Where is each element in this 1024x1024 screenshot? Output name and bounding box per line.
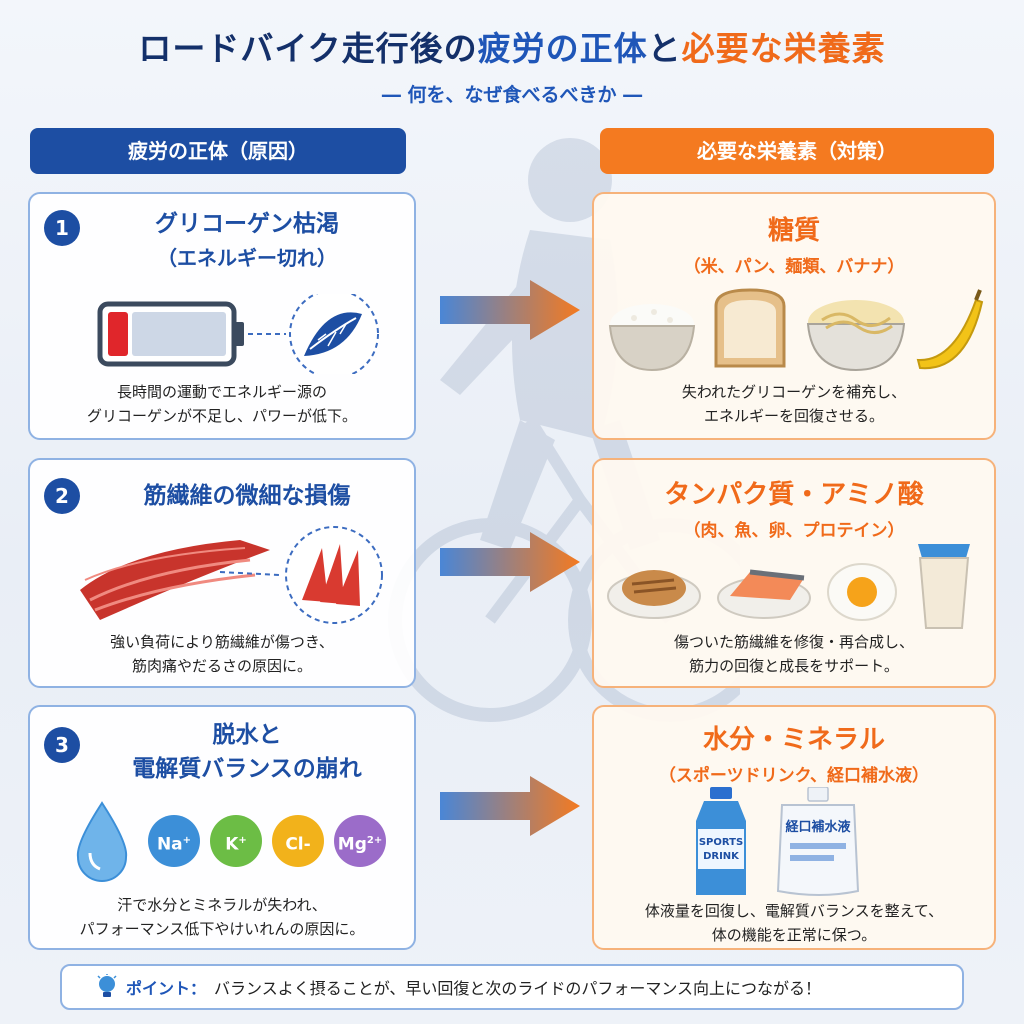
point-text: バランスよく摂ることが、早い回復と次のライドのパフォーマンス向上につながる！	[214, 979, 822, 998]
remedy-subtitle: （米、パン、麺類、バナナ）	[683, 257, 905, 277]
egg-icon	[827, 563, 897, 621]
cause-desc: グリコーゲンが不足し、パワーが低下。	[86, 407, 357, 425]
arrow-right-icon	[440, 532, 580, 592]
water-drop-icon	[76, 801, 128, 882]
arrow-right-icon	[440, 776, 580, 836]
remedy-desc: 筋力の回復と成長をサポート。	[689, 657, 899, 675]
remedy-desc: 傷ついた筋繊維を修復・再合成し、	[673, 633, 914, 651]
svg-text:経口補水液: 経口補水液	[785, 819, 850, 835]
page-subtitle: ― 何を、なぜ食べるべきか ―	[381, 84, 643, 106]
cause-title-sub: （エネルギー切れ）	[157, 246, 337, 270]
ion-sodium: Na+	[148, 815, 200, 867]
page-title: ロードバイク走行後の疲労の正体と必要な栄養素	[138, 29, 886, 68]
sports-drink-bottle-icon: SPORTS DRINK 経口補水液	[696, 787, 860, 896]
rice-bowl-icon	[608, 304, 696, 372]
cause-desc: 長時間の運動でエネルギー源の	[116, 383, 327, 401]
remedy-desc: 失われたグリコーゲンを補充し、	[681, 383, 907, 401]
salmon-plate-icon	[717, 569, 811, 619]
cause-desc: 汗で水分とミネラルが失われ、	[117, 896, 327, 914]
battery-low-icon	[97, 294, 379, 374]
remedy-card-protein: タンパク質・アミノ酸 （肉、魚、卵、プロテイン） 傷ついた筋繊維を修復・再合成し…	[592, 458, 996, 688]
cause-desc: パフォーマンス低下やけいれんの原因に。	[79, 920, 365, 938]
banana-icon	[916, 289, 984, 370]
lightbulb-icon	[97, 974, 117, 997]
remedy-card-carbohydrates: 糖質 （米、パン、麺類、バナナ） 失われたグリコーゲンを補充し、 エネルギーを回…	[592, 192, 996, 440]
ion-chloride: Cl-	[272, 815, 324, 867]
remedy-title: 糖質	[767, 216, 820, 246]
cause-title: 筋繊維の微細な損傷	[143, 483, 351, 509]
cause-title: 電解質バランスの崩れ	[132, 756, 362, 782]
remedy-title: 水分・ミネラル	[702, 725, 885, 755]
column-header-remedies: 必要な栄養素（対策）	[600, 128, 994, 174]
svg-text:DRINK: DRINK	[703, 851, 740, 862]
point-label: ポイント：	[126, 979, 207, 998]
protein-shaker-icon	[918, 544, 970, 629]
remedy-desc: 体液量を回復し、電解質バランスを整えて、	[644, 902, 944, 920]
noodle-bowl-icon	[806, 300, 906, 372]
svg-text:SPORTS: SPORTS	[699, 837, 743, 848]
ion-magnesium: Mg2+	[334, 815, 386, 867]
remedy-card-hydration: 水分・ミネラル （スポーツドリンク、経口補水液） SPORTS DRINK 経口…	[592, 705, 996, 950]
protein-foods-illustration	[607, 544, 970, 629]
chicken-plate-icon	[607, 570, 701, 619]
cause-title: グリコーゲン枯渇	[155, 211, 339, 237]
remedy-subtitle: （肉、魚、卵、プロテイン）	[683, 521, 905, 541]
ion-potassium: K+	[210, 815, 262, 867]
cause-desc: 強い負荷により筋繊維が傷つき、	[110, 633, 334, 651]
cause-desc: 筋肉痛やだるさの原因に。	[131, 657, 312, 675]
column-header-causes: 疲労の正体（原因）	[30, 128, 406, 174]
remedy-title: タンパク質・アミノ酸	[664, 480, 924, 510]
bread-icon	[714, 288, 786, 368]
remedy-desc: 体の機能を正常に保つ。	[711, 926, 877, 944]
remedy-subtitle: （スポーツドリンク、経口補水液）	[658, 766, 930, 786]
cause-number: 2	[44, 478, 80, 514]
cause-title: 脱水と	[212, 722, 282, 748]
carb-foods-illustration	[608, 288, 984, 372]
muscle-fiber-icon	[80, 526, 383, 624]
cause-number: 1	[44, 210, 80, 246]
point-callout: ポイント： バランスよく摂ることが、早い回復と次のライドのパフォーマンス向上につ…	[60, 964, 964, 1010]
remedy-desc: エネルギーを回復させる。	[703, 407, 884, 425]
cause-card-muscle-damage: 2 筋繊維の微細な損傷 強い負荷により筋繊維が傷つき、 筋肉痛やだるさの原因に。	[28, 458, 416, 688]
arrow-right-icon	[440, 280, 580, 340]
cause-card-dehydration: 3 脱水と 電解質バランスの崩れ Na+ K+ Cl- Mg2+ 汗で水分とミネ…	[28, 705, 416, 950]
cause-card-glycogen: 1 グリコーゲン枯渇 （エネルギー切れ） 長時間の運動でエネルギー源の グリコー…	[28, 192, 416, 440]
cause-number: 3	[44, 727, 80, 763]
